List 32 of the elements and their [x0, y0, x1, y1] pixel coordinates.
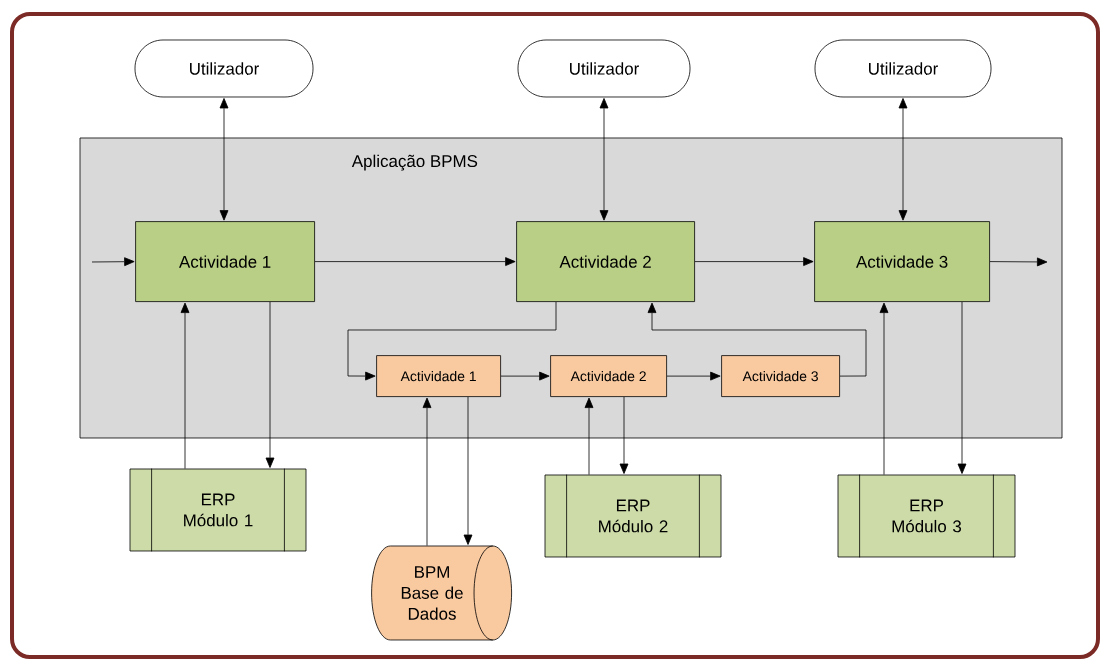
arrow [584, 397, 594, 475]
subactivity-box: Actividade 2 [550, 355, 667, 397]
arrow [463, 396, 473, 545]
arrow [347, 301, 557, 381]
database-cylinder: BPM Base de Dados [371, 545, 512, 641]
activity-box: Actividade 3 [814, 221, 990, 302]
arrow [619, 396, 629, 474]
terminal-box: Utilizador [134, 39, 314, 98]
arrow [219, 98, 229, 221]
subactivity-box: Actividade 1 [376, 355, 501, 397]
module-box: ERP Módulo 1 [129, 468, 307, 552]
arrow [666, 371, 721, 381]
terminal-box: Utilizador [517, 39, 691, 98]
terminal-box: Utilizador [814, 39, 992, 98]
arrow [91, 257, 135, 267]
arrow [265, 301, 275, 468]
arrow [898, 98, 908, 221]
arrow [599, 98, 609, 221]
module-box: ERP Módulo 2 [544, 474, 722, 558]
activity-box: Actividade 2 [516, 221, 695, 302]
arrow [989, 257, 1048, 267]
module-box: ERP Módulo 3 [837, 474, 1016, 558]
arrow [500, 371, 550, 381]
subactivity-box: Actividade 3 [721, 355, 840, 397]
arrow [180, 302, 190, 469]
arrow [314, 257, 516, 266]
arrow [694, 257, 814, 266]
arrow [957, 301, 967, 474]
activity-box: Actividade 1 [135, 221, 315, 302]
arrow [647, 302, 867, 377]
arrow [879, 302, 889, 475]
arrow [422, 397, 432, 546]
